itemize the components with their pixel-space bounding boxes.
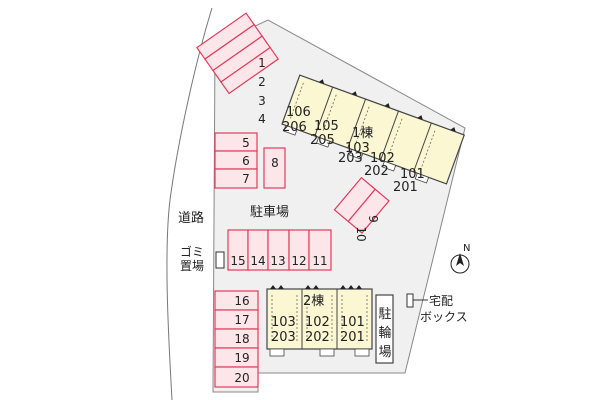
unit-number: 103 — [271, 315, 296, 330]
building-1-name: 1棟 — [352, 126, 373, 141]
bicycle-parking — [375, 294, 394, 364]
unit-number: 101 — [400, 167, 425, 182]
unit-number: 206 — [282, 120, 307, 135]
bicycle-parking-label: 場 — [378, 345, 391, 360]
delivery-box-label: ボックス — [420, 310, 468, 324]
parking-number: 20 — [234, 371, 249, 385]
parking-space — [220, 46, 280, 95]
unit-divider — [380, 110, 399, 161]
parking-number: 4 — [258, 112, 266, 126]
parking-number: 17 — [234, 313, 249, 327]
unit-number: 203 — [338, 151, 363, 166]
door-marker — [319, 348, 335, 357]
road-edge-line — [166, 7, 213, 400]
garbage-area-label: 置場 — [180, 259, 204, 273]
north-label: N — [463, 243, 470, 254]
road-label: 道路 — [178, 210, 204, 226]
parking-number: 11 — [312, 254, 327, 268]
parking-number: 2 — [258, 75, 266, 89]
unit-number: 102 — [305, 315, 330, 330]
north-arrow-icon — [456, 253, 464, 266]
parking-number: 19 — [234, 351, 249, 365]
parking-number: 14 — [250, 254, 265, 268]
parking-number: 8 — [271, 156, 279, 170]
parking-number: 9 — [366, 215, 380, 223]
unit-divider — [314, 86, 334, 137]
parking-space — [214, 150, 258, 170]
unit-number: 201 — [340, 330, 365, 345]
entrance-marker — [270, 285, 362, 289]
parking-number: 6 — [242, 154, 250, 168]
parking-space — [214, 132, 258, 152]
parking-lot-label: 駐車場 — [250, 205, 289, 220]
parking-number: 3 — [258, 94, 266, 108]
north-arrow: N — [450, 243, 470, 274]
parking-space — [263, 147, 286, 189]
door-marker — [354, 348, 370, 357]
door-marker — [283, 124, 298, 136]
unit-number: 101 — [340, 315, 365, 330]
delivery-box-marker — [406, 293, 414, 308]
building-2-name: 2棟 — [303, 294, 324, 309]
unit-number: 201 — [393, 180, 418, 195]
building-2 — [266, 285, 373, 357]
parking-space — [308, 229, 332, 271]
parking-number: 12 — [291, 254, 306, 268]
unit-number: 103 — [345, 141, 370, 156]
door-marker — [381, 160, 397, 172]
unit-number: 202 — [364, 164, 389, 179]
entrance-marker — [318, 79, 456, 132]
parking-number: 5 — [242, 136, 250, 150]
unit-number: 202 — [305, 330, 330, 345]
parking-space — [214, 168, 258, 189]
parking-number: 10 — [354, 226, 368, 241]
building-1 — [281, 74, 466, 185]
parking-number: 1 — [258, 56, 266, 70]
garbage-area-marker — [215, 251, 225, 269]
parking-number: 13 — [270, 254, 285, 268]
delivery-box-label: 宅配 — [429, 293, 453, 308]
unit-number: 205 — [310, 133, 335, 148]
bicycle-parking-label: 輪 — [378, 325, 391, 341]
unit-number: 102 — [370, 151, 395, 166]
door-marker — [348, 148, 364, 160]
parking-group-diagonal — [196, 12, 280, 95]
bicycle-parking-label: 駐 — [378, 307, 391, 322]
garbage-area-label: ゴミ — [180, 244, 204, 259]
parking-number: 7 — [242, 172, 250, 186]
door-marker — [414, 172, 430, 184]
parking-space — [214, 366, 259, 388]
parking-number: 18 — [234, 332, 249, 346]
door-marker — [316, 136, 331, 148]
unit-number: 203 — [271, 330, 296, 345]
parking-group-9-10 — [333, 176, 390, 234]
unit-divider — [413, 122, 432, 173]
door-marker — [269, 348, 285, 357]
unit-number: 106 — [286, 105, 311, 120]
parking-number: 16 — [234, 294, 249, 308]
unit-number: 105 — [314, 119, 339, 134]
unit-divider — [347, 98, 367, 149]
parking-space — [347, 188, 390, 234]
building-2-outline — [266, 288, 373, 350]
parking-number: 15 — [230, 254, 245, 268]
